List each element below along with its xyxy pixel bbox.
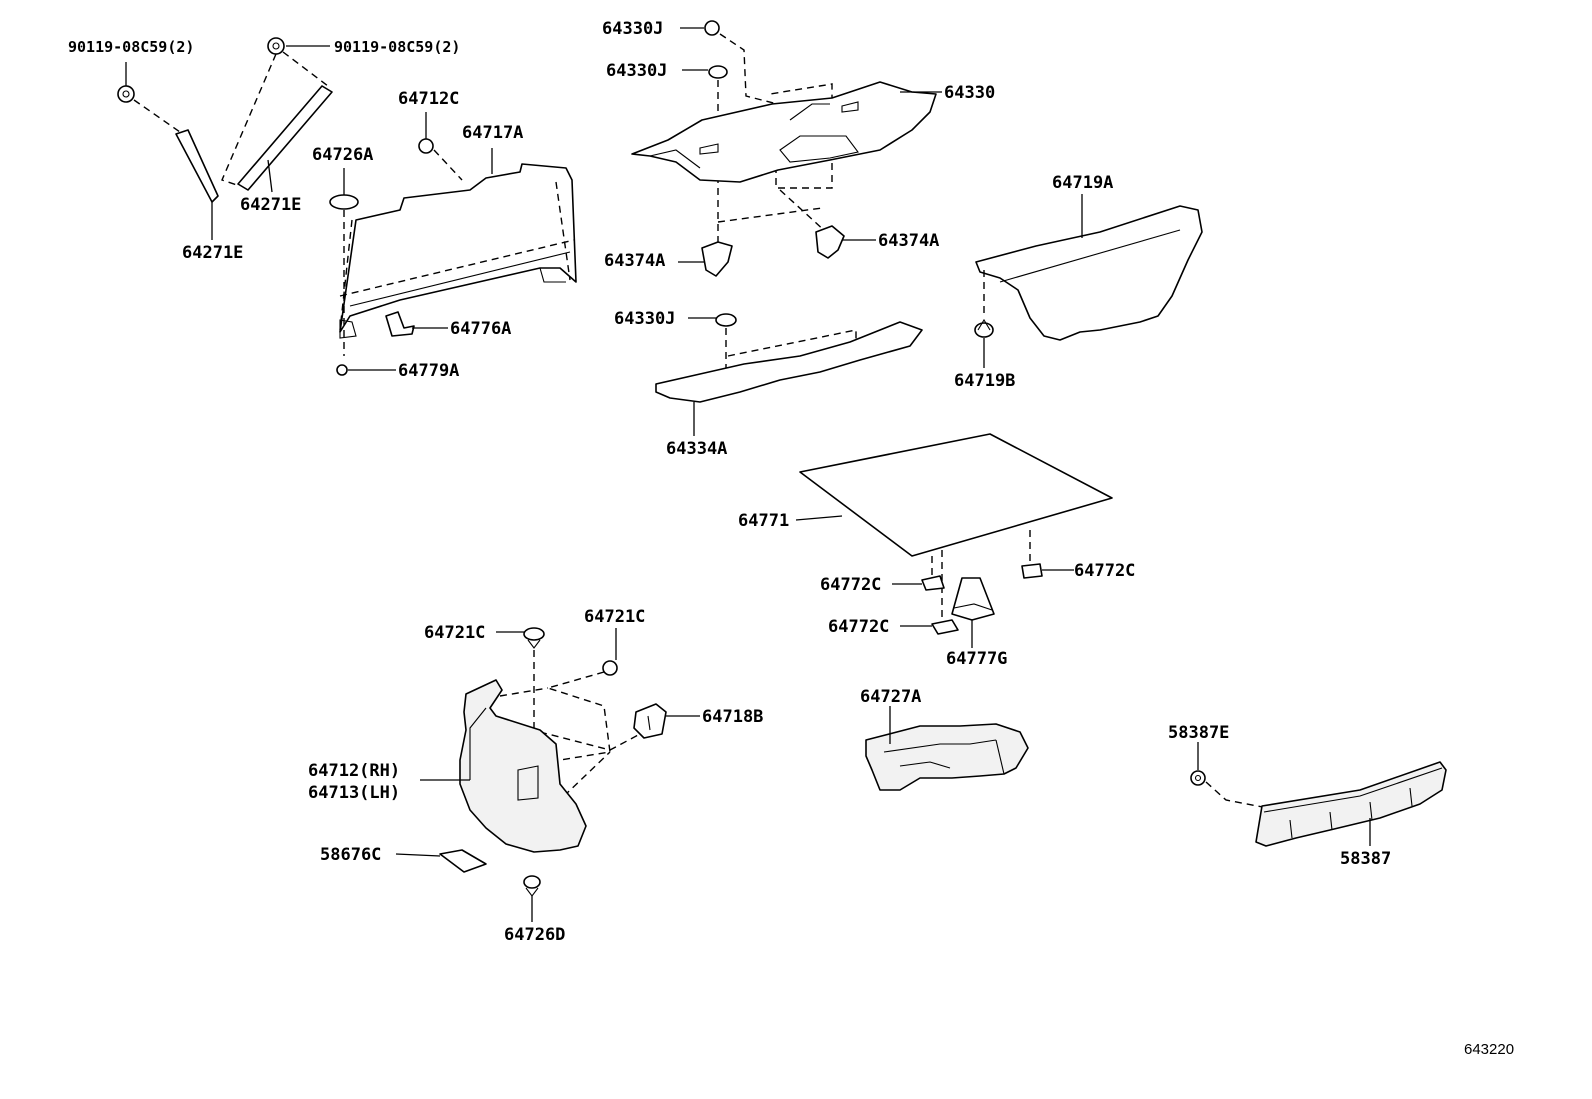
label-64779A: 64779A — [398, 361, 459, 381]
label-90119-right: 90119-08C59(2) — [334, 38, 460, 56]
figure-code: 643220 — [1464, 1041, 1514, 1058]
label-64721C-left: 64721C — [424, 623, 485, 643]
label-64726D: 64726D — [504, 925, 565, 945]
label-64727A: 64727A — [860, 687, 921, 707]
label-64777G: 64777G — [946, 649, 1007, 669]
label-64271E-lower: 64271E — [182, 243, 243, 263]
label-64717A: 64717A — [462, 123, 523, 143]
bolt-90119-left — [117, 62, 135, 103]
label-64721C-right: 64721C — [584, 607, 645, 627]
fastener-64772C-a — [892, 575, 945, 591]
brace-64271E-lower — [175, 129, 219, 240]
label-58387E: 58387E — [1168, 723, 1229, 743]
trunk-lid-panel-64334A — [655, 321, 923, 436]
bracket-64374A-right — [815, 225, 876, 259]
cover-64718B — [633, 703, 700, 739]
label-64772C-b: 64772C — [828, 617, 889, 637]
clip-64719B — [974, 318, 994, 368]
clip-64330J-b — [682, 65, 728, 79]
label-64374A-right: 64374A — [878, 231, 939, 251]
label-64719A: 64719A — [1052, 173, 1113, 193]
label-64712-rh: 64712(RH) — [308, 761, 400, 781]
label-64713-lh: 64713(LH) — [308, 783, 400, 803]
label-64271E-upper: 64271E — [240, 195, 301, 215]
clip-64330J-c — [688, 313, 737, 327]
fastener-64772C-b — [900, 619, 959, 635]
clip-64779A — [336, 364, 396, 376]
label-64330: 64330 — [944, 83, 995, 103]
quarter-trim-64712-64713 — [420, 679, 587, 853]
label-64330J-b: 64330J — [606, 61, 667, 81]
bracket-64374A-left — [678, 241, 733, 277]
label-64334A: 64334A — [666, 439, 727, 459]
bracket-64776A — [385, 311, 448, 337]
label-64719B: 64719B — [954, 371, 1015, 391]
bolt-90119-right — [267, 37, 330, 55]
clip-64721C-right — [602, 628, 618, 676]
label-58387: 58387 — [1340, 849, 1391, 869]
label-64718B: 64718B — [702, 707, 763, 727]
label-58676C: 58676C — [320, 845, 381, 865]
label-64772C-c: 64772C — [1074, 561, 1135, 581]
support-64777G — [951, 577, 995, 648]
package-tray-64330 — [631, 81, 942, 183]
trunk-lid-lining-64719A — [975, 194, 1203, 341]
scuff-plate-58387 — [1255, 761, 1447, 847]
label-64330J-c: 64330J — [614, 309, 675, 329]
brace-64271E-upper — [237, 85, 333, 193]
fastener-64772C-c — [1021, 563, 1074, 579]
label-64772C-a: 64772C — [820, 575, 881, 595]
tool-tray-64727A — [865, 706, 1029, 791]
bolt-58387E — [1190, 742, 1206, 786]
label-64726A: 64726A — [312, 145, 373, 165]
clip-64726A — [329, 168, 359, 210]
panel-64717A — [339, 148, 577, 339]
label-64712C: 64712C — [398, 89, 459, 109]
label-64776A: 64776A — [450, 319, 511, 339]
label-64771: 64771 — [738, 511, 789, 531]
clip-64721C-left — [496, 627, 545, 649]
clip-64330J-a — [680, 20, 720, 36]
label-64374A-left: 64374A — [604, 251, 665, 271]
floor-mat-64771 — [795, 433, 1113, 557]
label-90119-left: 90119-08C59(2) — [68, 38, 194, 56]
pad-58676C — [395, 849, 487, 873]
clip-64712C — [418, 112, 434, 154]
clip-64726D — [523, 875, 541, 922]
label-64330J-a: 64330J — [602, 19, 663, 39]
